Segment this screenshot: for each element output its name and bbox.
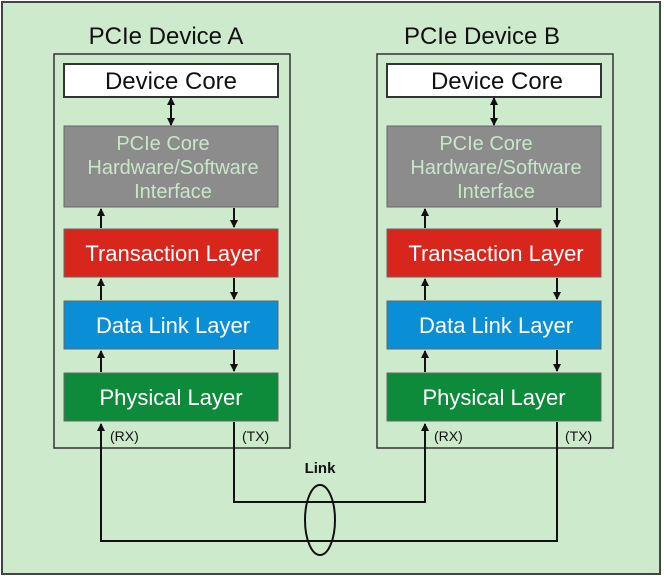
device-a-physical-label: Physical Layer	[99, 385, 242, 410]
device-b-interface-box	[386, 125, 602, 208]
device-a-box	[53, 53, 291, 449]
device-b-interface-line2: Hardware/Software	[410, 157, 581, 179]
device-b-core-label: Device Core	[431, 68, 563, 95]
device-a-title: PCIe Device A	[89, 23, 244, 50]
device-a-interface-line2: Hardware/Software	[87, 157, 258, 179]
device-b-interface-line1: PCIe Core	[439, 133, 532, 155]
device-b: PCIe Device B Device Core PCIe Core Hard…	[376, 23, 614, 449]
device-b-physical-label: Physical Layer	[422, 385, 565, 410]
device-a-physical-box	[63, 372, 279, 422]
link-a-tx-to-b-rx	[233, 422, 429, 503]
device-b-transaction-box	[386, 228, 602, 278]
device-a-rx-label: (RX)	[110, 428, 139, 444]
link-label: Link	[305, 460, 336, 477]
device-b-datalink-label: Data Link Layer	[419, 313, 573, 338]
device-a-interface-line1: PCIe Core	[116, 133, 209, 155]
device-a-interface-line3: Interface	[134, 181, 212, 203]
device-a-core-label: Device Core	[105, 68, 237, 95]
device-b-tx-label: (TX)	[565, 428, 592, 444]
link-bundle-ellipse	[304, 484, 336, 556]
device-b-interface-line3: Interface	[457, 181, 535, 203]
device-a-transaction-box	[63, 228, 279, 278]
device-b-core-box	[386, 63, 602, 98]
device-a-transaction-label: Transaction Layer	[85, 241, 260, 266]
device-b-transaction-label: Transaction Layer	[408, 241, 583, 266]
device-a-datalink-label: Data Link Layer	[96, 313, 250, 338]
device-a-tx-label: (TX)	[242, 428, 269, 444]
device-b-rx-label: (RX)	[434, 428, 463, 444]
device-b-title: PCIe Device B	[404, 23, 560, 50]
device-b-box	[376, 53, 614, 449]
link-b-tx-to-a-rx	[97, 422, 558, 542]
device-b-datalink-box	[386, 300, 602, 350]
device-a: PCIe Device A Device Core PCIe Core Hard…	[53, 23, 291, 449]
device-a-interface-box	[63, 125, 279, 208]
device-a-datalink-box	[63, 300, 279, 350]
device-b-physical-box	[386, 372, 602, 422]
